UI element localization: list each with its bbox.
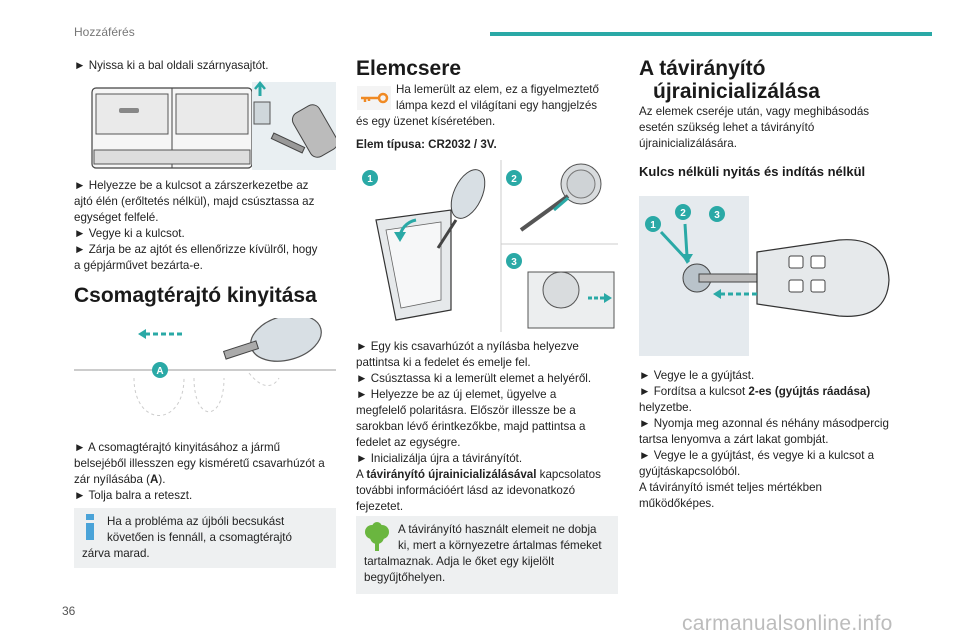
paragraph-line: gyújtáskapcsolóból. [639,465,741,478]
info-note-line: követően is fennáll, a csomagtérajtó [107,531,292,544]
paragraph-line: egységet felfelé. [74,211,159,224]
paragraph-line: ► Nyomja meg azonnal és néhány másodperc… [639,417,889,430]
paragraph-line: újrainicializálására. [639,137,737,150]
step-marker-1: 1 [650,220,656,231]
info-icon [86,514,94,540]
paragraph-line: A távirányító ismét teljes mértékben [639,481,823,494]
step-marker-3: 3 [714,210,720,221]
warning-lamp-key-icon [357,86,391,110]
heading-tailgate-open: Csomagtérajtó kinyitása [74,284,317,307]
step-marker-2: 2 [680,208,686,219]
paragraph-line: ► A csomagtérajtó kinyitásához a jármű [74,441,281,454]
environment-note-box [356,516,618,594]
paragraph-line: tartsa lenyomva a zárt lakat gombját. [639,433,829,446]
paragraph-line: sarokban lévő érintkezőkbe, majd pattint… [356,420,586,433]
paragraph-line: ► Csúsztassa ki a lemerült elemet a hely… [356,372,592,385]
paragraph-line: esetén szükség lehet a távirányító [639,121,815,134]
step-marker-1: 1 [367,174,373,185]
battery-type: Elem típusa: CR2032 / 3V. [356,138,497,151]
battery-change-illustration: 1 2 3 [362,160,618,332]
environment-note-line: begyűjtőhelyen. [364,571,446,584]
instruction-open-door: ► Nyissa ki a bal oldali szárnyasajtót. [74,59,269,72]
eco-tree-icon [365,522,389,551]
info-note-line: Ha a probléma az újbóli becsukást [107,515,285,528]
paragraph-line: ► Helyezze be az új elemet, ügyelve a [356,388,557,401]
watermark: carmanualsonline.info [682,612,893,635]
subheading-keyless: Kulcs nélküli nyitás és indítás nélkül [639,164,866,179]
paragraph-line: ► Vegye le a gyújtást, és vegye ki a kul… [639,449,875,462]
paragraph-line: Az elemek cseréje után, vagy meghibásodá… [639,105,870,118]
paragraph-line: ► Tolja balra a reteszt. [74,489,193,502]
paragraph-line: belsejéből illesszen egy kisméretű csava… [74,457,325,470]
paragraph-line: lámpa kezd el világítani egy hangjelzés [396,99,598,112]
step-marker-2: 2 [511,174,517,185]
paragraph-line: Ha lemerült az elem, ez a figyelmeztető [396,83,599,96]
paragraph-line: ► Inicializálja újra a távirányítót. [356,452,523,465]
page-number: 36 [62,604,76,618]
paragraph-line: ► Helyezze be a kulcsot a zárszerkezetbe… [74,179,309,192]
tailgate-screwdriver-illustration: A [74,318,336,416]
header-accent-bar [490,32,932,36]
paragraph-line: ► Vegye le a gyújtást. [639,369,755,382]
heading-remote-reinit-line2: újrainicializálása [653,80,820,103]
step-marker-3: 3 [511,257,517,268]
info-note-line: zárva marad. [82,547,150,560]
door-key-illustration [74,80,336,170]
paragraph-line: ajtó élén (erőltetés nélkül), majd csúsz… [74,195,315,208]
paragraph-line: pattintsa ki a fedelet és emelje fel. [356,356,531,369]
paragraph-line: ► Egy kis csavarhúzót a nyílásba helyezv… [356,340,579,353]
section-title: Hozzáférés [74,25,135,39]
heading-battery-change: Elemcsere [356,57,462,80]
environment-note-line: ki, mert a környezetre ártalmas fémeket [398,539,602,552]
paragraph-line: A távirányító újrainicializálásával kapc… [356,468,601,481]
environment-note-line: A távirányító használt elemeit ne dobja [398,523,597,536]
info-note-box [74,508,336,568]
ignition-key-illustration: 1 2 3 [639,196,901,356]
paragraph-line: működőképes. [639,497,715,510]
paragraph-line: és egy üzenet kíséretében. [356,115,496,128]
paragraph-line: ► Vegye ki a kulcsot. [74,227,185,240]
heading-remote-reinit: A távirányító [639,57,766,80]
paragraph-line: fedelet az egységre. [356,436,461,449]
paragraph-line: ► Fordítsa a kulcsot 2-es (gyújtás ráadá… [639,385,871,398]
environment-note-line: tartalmaznak. Adja le őket egy kijelölt [364,555,555,568]
paragraph-line: megfelelő polaritásra. Először illessze … [356,404,576,417]
paragraph-line: helyzetbe. [639,401,692,414]
paragraph-line: a gépjárművet bezárta-e. [74,259,203,272]
paragraph-line: fejezetet. [356,500,404,513]
callout-a: A [156,366,163,377]
paragraph-line: zár nyílásába (A). [74,473,166,486]
paragraph-line: ► Zárja be az ajtót és ellenőrizze kívül… [74,243,318,256]
paragraph-line: további információért lásd az idevonatko… [356,484,576,497]
